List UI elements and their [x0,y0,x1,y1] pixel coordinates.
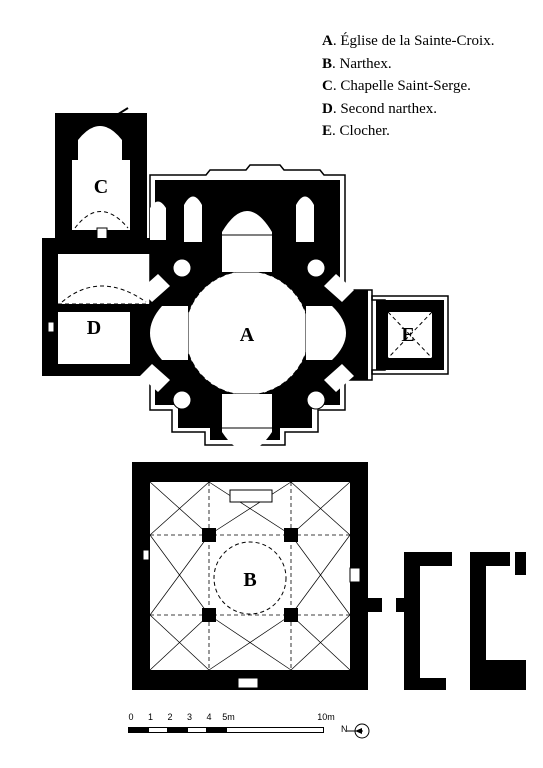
north-label: N [341,724,348,734]
church-a-apse-east [306,306,346,360]
scale-segment [186,727,207,733]
narthex-d-vault [61,285,147,303]
legend-row-d: D. Second narthex. [322,98,494,121]
narthex-d-room-upper [58,254,150,304]
room-label-d: D [87,317,101,339]
scale-segment [206,727,227,733]
chapel-c-roof-mark [111,107,129,119]
narthex-b-east-niche [349,567,361,583]
chapel-c [55,107,147,245]
legend-text: . Second narthex. [332,100,437,117]
narthex-b [132,462,368,690]
scale-tick-label: 5m [222,712,235,722]
adjacent-ruins [368,552,526,690]
church-a-niche-nw [172,258,192,278]
tower-e-diag-2 [387,311,433,359]
scale-tick-label: 10m [317,712,335,722]
legend-key: D [322,100,333,117]
legend-key: E [322,123,333,139]
legend-row-b: B. Narthex. [322,53,494,76]
scale-tick-label: 2 [167,712,173,722]
legend-text: . Chapelle Saint-Serge. [332,78,471,94]
church-a-chapel-ne [296,196,314,242]
chapel-c-arc [74,211,129,229]
legend-text: . Église de la Sainte-Croix. [332,33,495,49]
legend-row-c: C. Chapelle Saint-Serge. [322,75,494,98]
ruins-walls [368,552,526,690]
legend-key: B [322,55,333,72]
legend-text: . Narthex. [332,55,392,72]
legend-text: . Clocher. [332,123,390,139]
church-a [140,164,386,451]
scale-bar: 0 1 2 3 4 5m 10m [128,712,388,752]
narthex-b-door-south [237,677,259,689]
narthex-b-wall-slot [142,549,150,561]
bell-tower-e [371,295,449,375]
church-a-chapel-nw [184,196,202,242]
church-a-diag-se [324,364,354,392]
narthex-d-room-lower [58,312,130,364]
scale-tick-label: 1 [147,712,154,722]
scale-segment [167,727,188,733]
legend-row-a: A. Église de la Sainte-Croix. [322,30,494,53]
legend-key: A [322,33,333,49]
scale-tick-label: 0 [128,712,134,722]
room-label-e: E [401,324,414,346]
church-a-diag-nw [140,274,170,302]
legend-row-e: E. Clocher. [322,120,494,143]
north-arrow-icon [347,723,370,739]
legend-key: C [322,78,333,94]
church-a-niche-se [306,390,326,410]
church-a-apse-west [150,306,188,360]
scale-segment [225,727,324,733]
church-a-niche-sw [172,390,192,410]
narthex-b-vault-ribs [150,482,350,670]
chapel-c-apse [78,126,122,160]
room-label-a: A [240,324,255,346]
chapel-c-room [72,160,130,230]
narthex-b-stair [229,489,273,503]
church-a-diag-ne [324,274,354,302]
scale-segment [147,727,168,733]
room-label-c: C [94,176,108,198]
narthex-d-wall-slot [47,321,55,333]
scale-tick-label: 3 [186,712,193,722]
church-a-diag-sw [140,364,170,392]
scale-segment [128,727,149,733]
tower-e-outline [371,295,449,375]
narthex-b-cross-vaults [149,481,351,671]
legend: A. Église de la Sainte-Croix. B. Narthex… [322,30,494,143]
church-a-niche-ne [306,258,326,278]
church-a-chapel-w [150,201,166,240]
narthex-b-dome [213,541,287,615]
north-arrow: N [341,719,371,743]
church-a-apse-south [222,394,272,451]
room-label-b: B [243,569,256,591]
scale-tick-label: 4 [206,712,212,722]
church-a-apse-north [222,211,272,272]
